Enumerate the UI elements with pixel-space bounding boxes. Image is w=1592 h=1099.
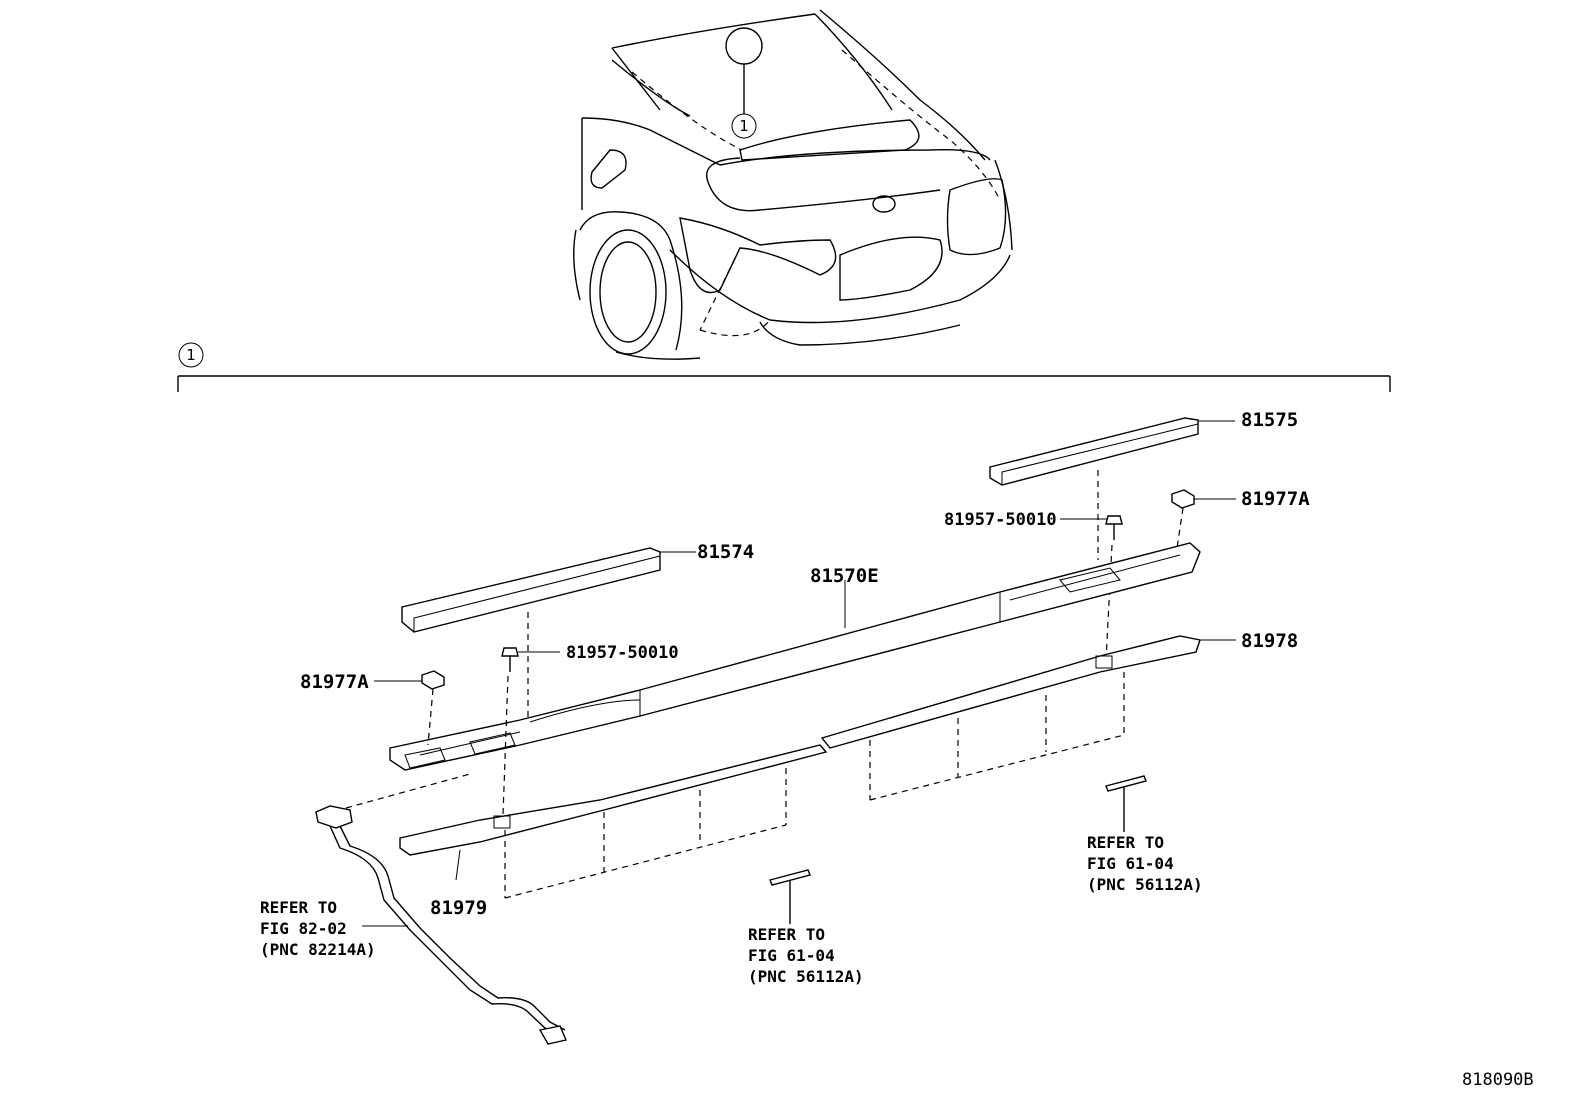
reference-line: REFER TO — [260, 898, 338, 917]
label-81977a-left: 81977A — [300, 671, 369, 693]
label-81978: 81978 — [1241, 630, 1299, 652]
reference-line: FIG 61-04 — [1087, 854, 1174, 873]
part-81575-shape — [989, 417, 1235, 560]
part-81978-shape — [820, 635, 1236, 832]
reference-fig-61-04-center: REFER TO FIG 61-04 (PNC 56112A) — [748, 924, 864, 987]
reference-fig-61-04-right: REFER TO FIG 61-04 (PNC 56112A) — [1087, 832, 1203, 895]
part-81977a-left-shape — [374, 670, 445, 746]
part-81574-shape — [401, 547, 696, 720]
part-81979-shape — [399, 744, 828, 924]
part-81570e-shape — [389, 542, 1201, 771]
label-81979: 81979 — [430, 897, 488, 919]
detail-bracket — [177, 342, 1391, 392]
reference-fig-82-02: REFER TO FIG 82-02 (PNC 82214A) — [260, 897, 376, 960]
car-rear-illustration — [573, 9, 1013, 360]
reference-line: (PNC 56112A) — [1087, 875, 1203, 894]
callout-marker-1: 1 — [739, 117, 749, 135]
part-81957-left-shape — [501, 647, 560, 816]
part-81977a-right-shape — [1171, 489, 1236, 556]
wire-harness-shape — [315, 773, 567, 1045]
figure-id: 818090B — [1462, 1070, 1534, 1090]
reference-line: REFER TO — [748, 925, 826, 944]
reference-line: (PNC 56112A) — [748, 967, 864, 986]
label-81957-50010-right: 81957-50010 — [944, 510, 1057, 530]
label-81575: 81575 — [1241, 409, 1299, 431]
label-81574: 81574 — [697, 541, 755, 563]
label-81957-50010-left: 81957-50010 — [566, 643, 679, 663]
reference-line: FIG 61-04 — [748, 946, 835, 965]
reference-line: (PNC 82214A) — [260, 940, 376, 959]
part-81957-right-shape — [1060, 515, 1123, 661]
reference-line: FIG 82-02 — [260, 919, 347, 938]
reference-line: REFER TO — [1087, 833, 1165, 852]
detail-marker-1: 1 — [186, 346, 196, 364]
label-81570e: 81570E — [810, 565, 879, 587]
label-81977a-right: 81977A — [1241, 488, 1310, 510]
